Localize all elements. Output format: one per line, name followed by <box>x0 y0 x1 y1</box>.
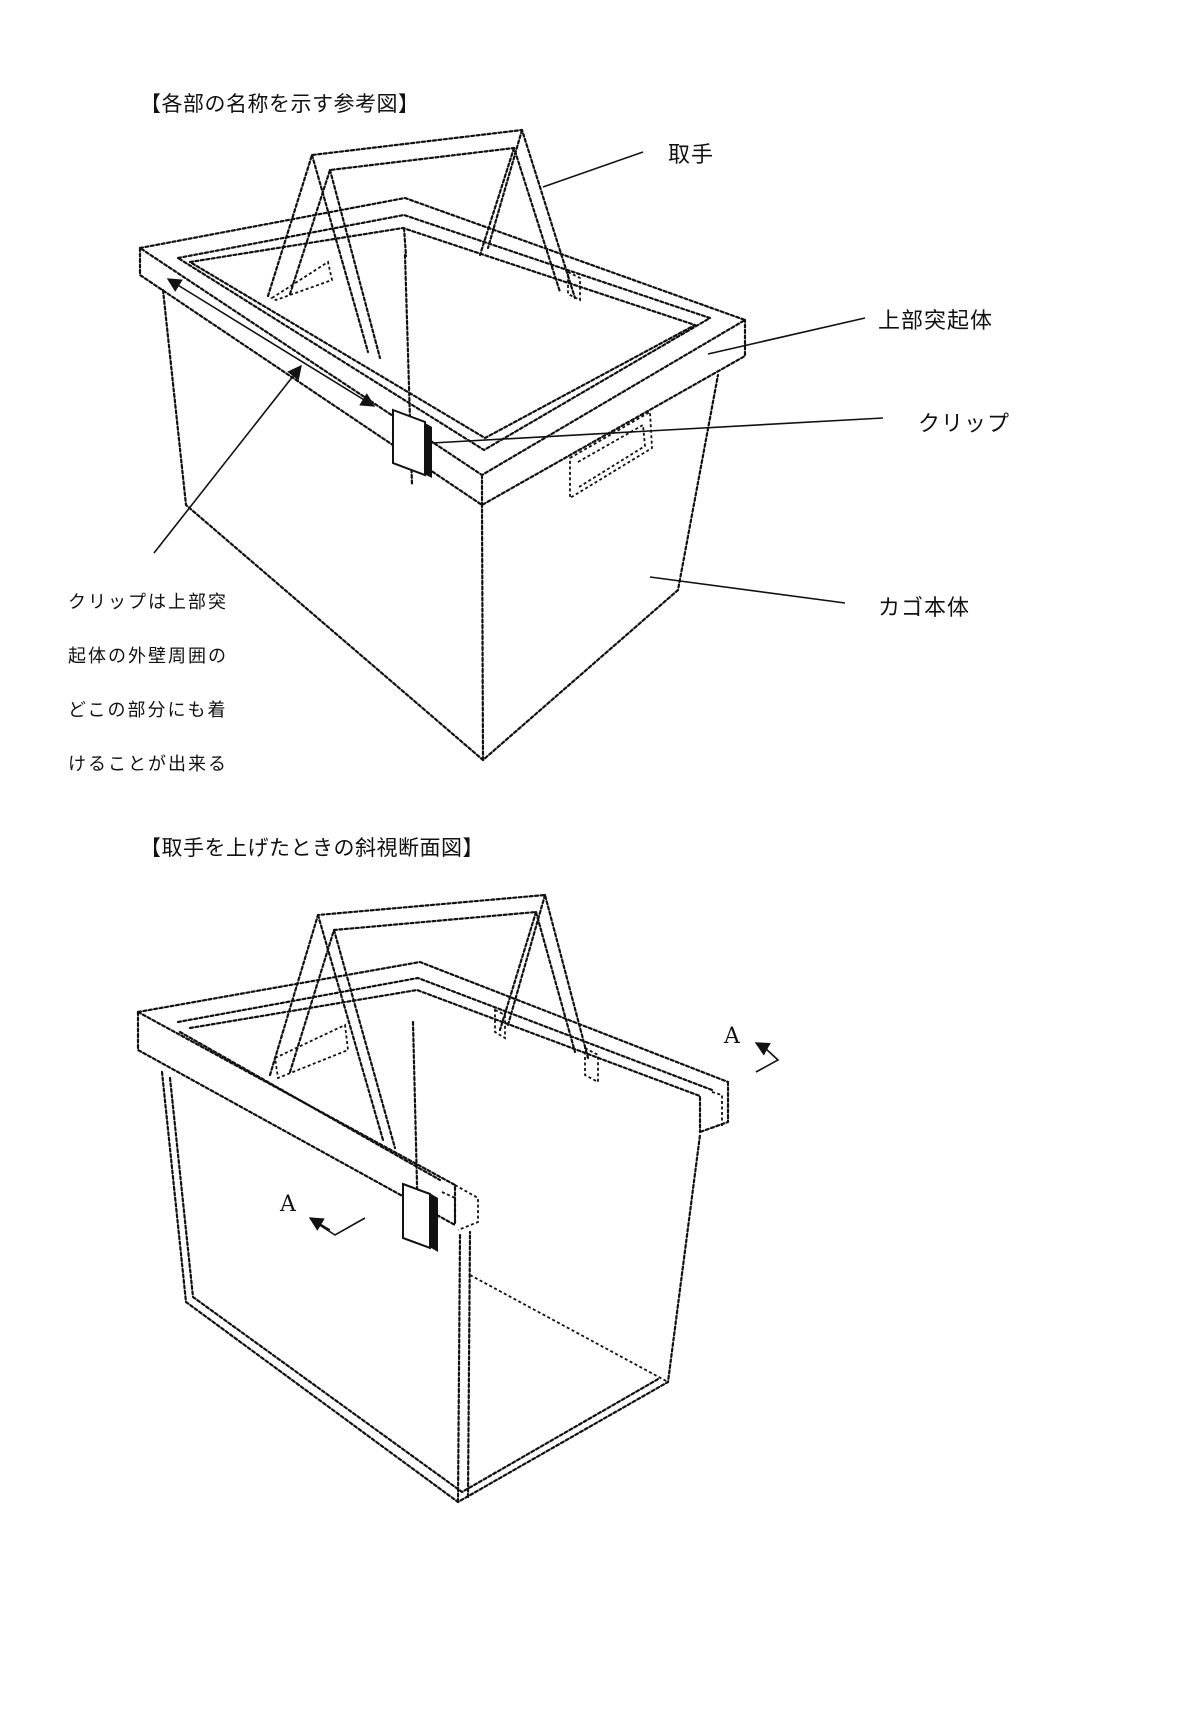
section-handle-outline <box>268 893 599 1150</box>
note-line-1: クリップは上部突 <box>68 592 228 613</box>
section-grip-cutout <box>274 1023 349 1080</box>
section-body-outline <box>160 1020 702 1504</box>
note-line-3: どこの部分にも着 <box>68 700 228 721</box>
callout-clip: クリップ <box>918 412 1011 437</box>
figure2-heading: 【取手を上げたときの斜視断面図】 <box>140 836 484 860</box>
callout-upper-rim: 上部突起体 <box>878 309 994 334</box>
callout-basket-body: カゴ本体 <box>878 596 971 621</box>
section-arrow-left <box>308 1217 366 1236</box>
section-rim-outline <box>136 960 730 1231</box>
rim-length-arrow <box>166 278 376 407</box>
handle-leader-line <box>542 151 644 188</box>
upper-rim-leader-line <box>707 317 866 355</box>
note-line-2: 起体の外壁周囲の <box>68 646 228 667</box>
basket-body-leader-line <box>649 576 846 604</box>
note-leader-line <box>153 364 302 554</box>
figure1-basket-drawing <box>138 128 884 762</box>
clip-shape <box>392 408 432 478</box>
section-arrow-right <box>754 1042 780 1073</box>
section-mark-left: A <box>280 1192 296 1217</box>
note-line-4: けることが出来る <box>68 754 228 775</box>
section-mark-right: A <box>724 1024 740 1049</box>
callout-handle: 取手 <box>668 143 715 168</box>
section-clip-shape <box>402 1182 438 1252</box>
clip-leader-line <box>431 417 884 444</box>
figure1-heading: 【各部の名称を示す参考図】 <box>140 92 420 116</box>
